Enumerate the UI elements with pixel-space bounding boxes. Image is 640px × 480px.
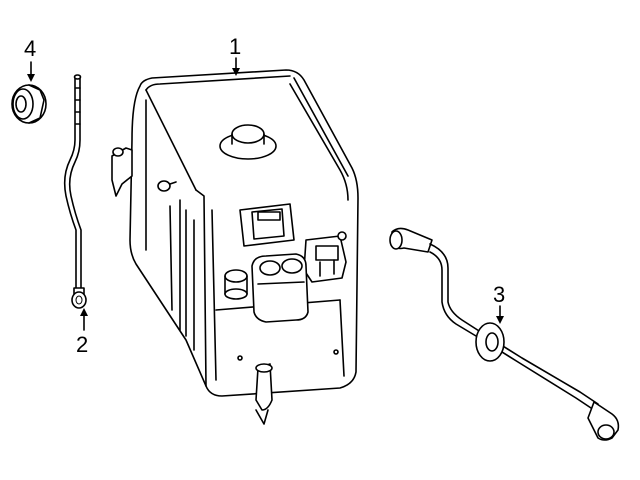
leader-arrow-3 <box>496 305 504 324</box>
dipstick-rod-icon <box>63 74 87 309</box>
leader-arrow-2 <box>80 308 88 331</box>
leader-arrow-4 <box>27 61 35 82</box>
callout-4: 4 <box>24 36 37 61</box>
callout-3: 3 <box>493 282 506 307</box>
leader-arrow-1 <box>232 57 240 76</box>
hose-with-grommet-icon <box>389 227 620 441</box>
cap-nut-icon <box>11 84 47 124</box>
callout-1: 1 <box>229 34 242 59</box>
reservoir-tank-icon <box>111 69 359 425</box>
callout-2: 2 <box>76 332 89 357</box>
